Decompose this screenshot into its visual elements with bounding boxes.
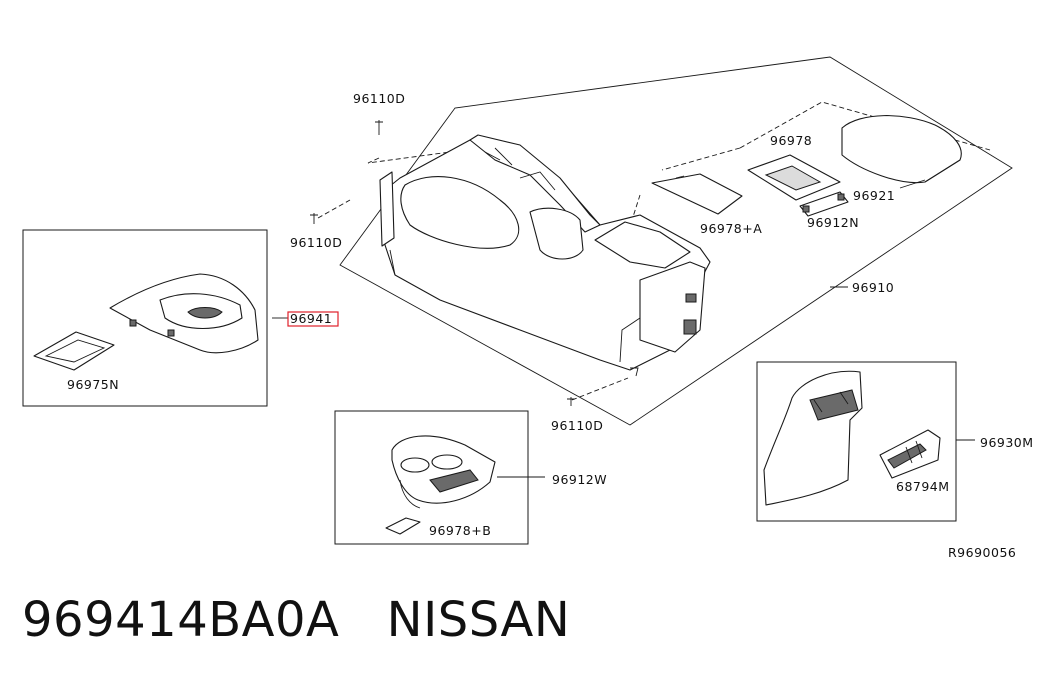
console-finisher: [109, 273, 259, 354]
highlighted-part-label[interactable]: 96941: [287, 311, 339, 327]
storage-tray: [33, 331, 115, 371]
drawing-code: R9690056: [948, 545, 1016, 560]
caption-part-number: 969414BA0A: [22, 592, 340, 648]
cup-holder-frame: [334, 410, 529, 545]
label-cup-holder[interactable]: 96912W: [552, 472, 607, 487]
bracket: [799, 191, 849, 217]
console-body: [379, 134, 711, 371]
label-rear-finisher[interactable]: 96930M: [980, 435, 1034, 450]
label-bracket[interactable]: 96912N: [807, 215, 859, 230]
cup-holder: [391, 435, 496, 509]
label-clip-top[interactable]: 96110D: [353, 91, 405, 106]
highlight-box: [287, 311, 339, 327]
clip-fasteners: [310, 120, 639, 406]
label-clip-left[interactable]: 96110D: [290, 235, 342, 250]
caption-brand: NISSAN: [386, 592, 571, 648]
finisher-detail-frame: [22, 229, 268, 407]
label-armrest-lid[interactable]: 96921: [853, 188, 895, 203]
part-labels: 96110D 96110D 96110D 96978 96921 96978+A…: [67, 91, 1034, 560]
caption-separator: [339, 592, 386, 648]
console-mat: [651, 173, 743, 215]
label-lid-small[interactable]: 96978: [770, 133, 812, 148]
assembly-boundary: [339, 56, 1013, 426]
rear-finisher: [763, 370, 863, 506]
label-tray[interactable]: 96975N: [67, 377, 119, 392]
rear-vent: [879, 429, 941, 479]
label-cup-mat[interactable]: 96978+B: [429, 523, 491, 538]
cup-holder-mat: [385, 517, 421, 535]
part-caption: 969414BA0A NISSAN: [22, 596, 570, 644]
label-vent[interactable]: 68794M: [896, 479, 950, 494]
label-finisher-highlight[interactable]: 96941: [290, 311, 332, 326]
label-mat[interactable]: 96978+A: [700, 221, 762, 236]
armrest-lid: [841, 115, 962, 184]
label-console-body[interactable]: 96910: [852, 280, 894, 295]
small-lid: [747, 154, 841, 201]
rear-finisher-frame: [756, 361, 957, 522]
label-clip-bottom[interactable]: 96110D: [551, 418, 603, 433]
